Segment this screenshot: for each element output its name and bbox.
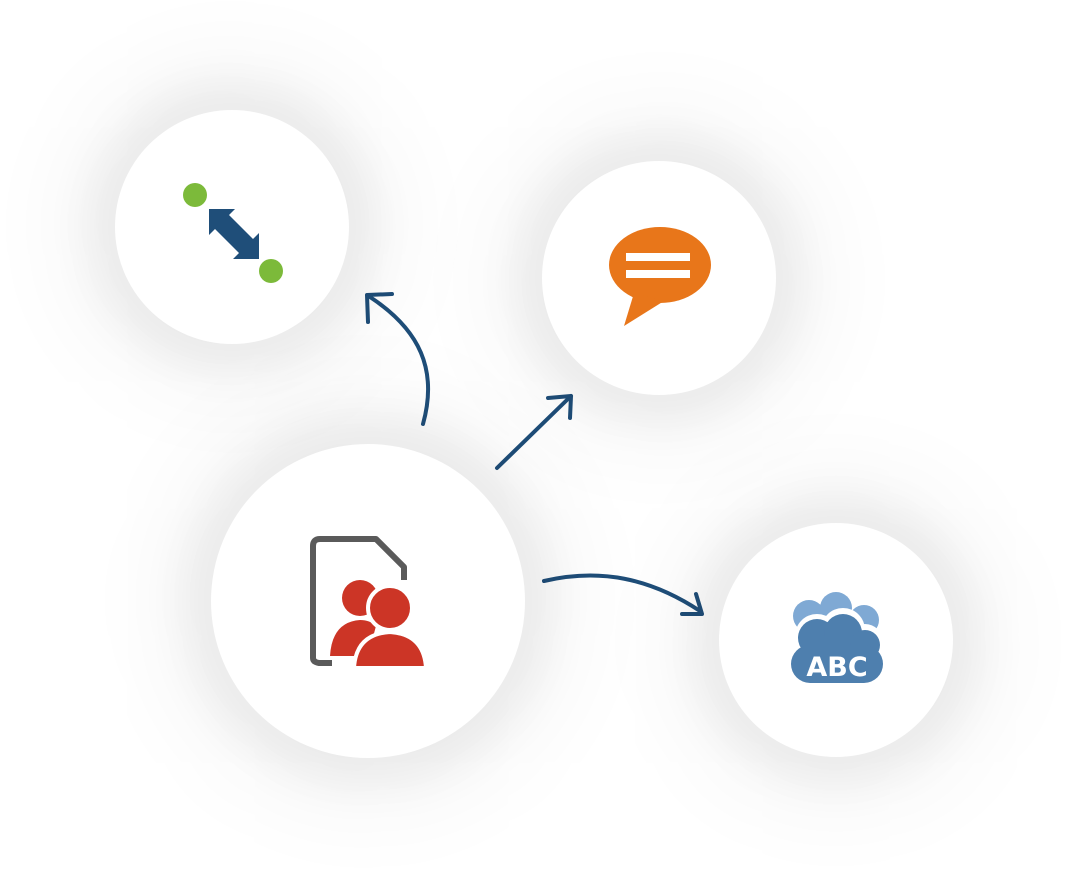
chat-bubble-icon bbox=[609, 227, 711, 326]
distance-measure-icon bbox=[183, 183, 283, 283]
cloud-label: ABC bbox=[806, 652, 867, 683]
people-icon bbox=[330, 580, 429, 670]
text-cloud-icon: ABC bbox=[791, 592, 883, 683]
arrow-to-distance bbox=[365, 292, 431, 426]
contacts-node[interactable] bbox=[211, 444, 525, 758]
arrow-to-cloud bbox=[542, 573, 704, 616]
chat-node[interactable] bbox=[542, 161, 776, 395]
cloud-node[interactable]: ABC bbox=[719, 523, 953, 757]
arrow-to-chat bbox=[495, 394, 573, 470]
contact-card-icon bbox=[310, 536, 429, 670]
distance-node[interactable] bbox=[115, 110, 349, 344]
